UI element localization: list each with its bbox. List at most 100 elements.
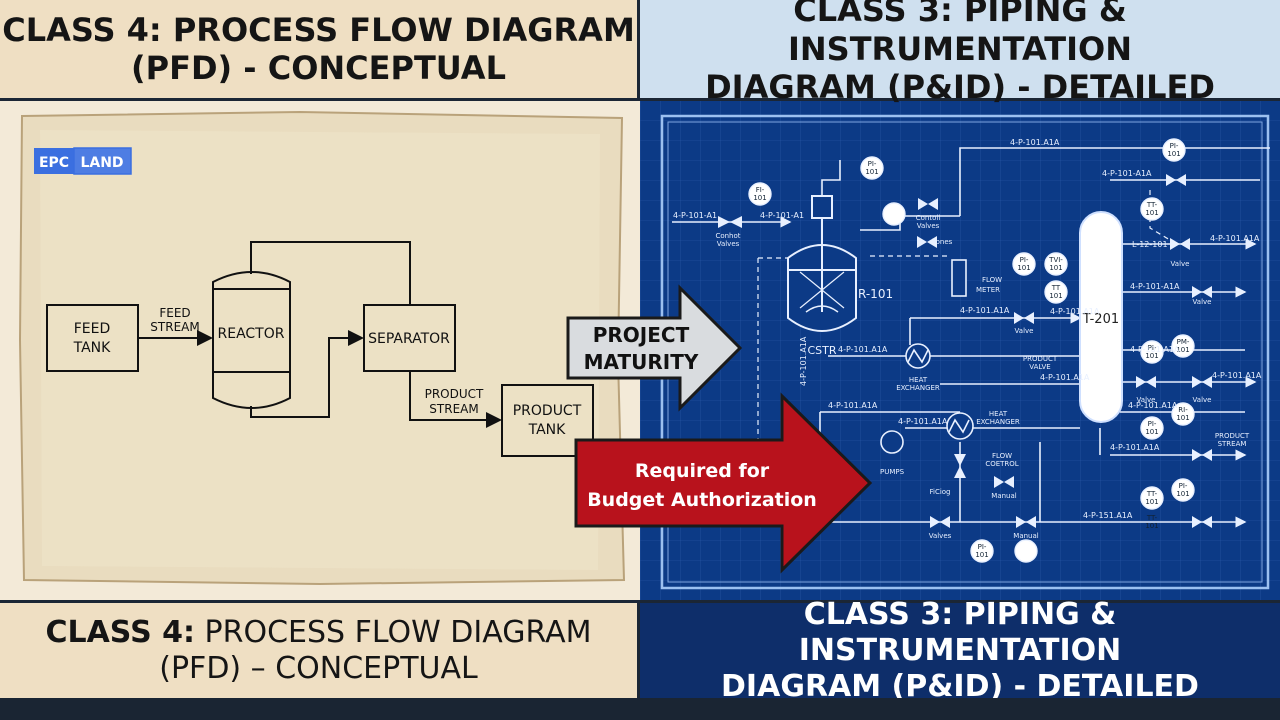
svg-text:TT-: TT- [1146,514,1158,522]
pid-footer-class: CLASS 3: [803,596,954,632]
svg-text:Manual: Manual [1013,532,1038,540]
feed-tank-label-1: FEED [74,321,111,337]
pfd-header-line2: (PFD) - CONCEPTUAL [131,49,506,87]
instrument-pi101-f [1171,478,1195,502]
feed-tank-label-2: TANK [73,340,112,356]
svg-text:4-P-101-A1A: 4-P-101-A1A [1130,282,1180,291]
svg-text:PI-: PI- [1148,420,1157,428]
instrument-tvi101 [1044,252,1068,276]
product-stream-label-1: PRODUCT [425,387,484,401]
svg-text:L-12-101: L-12-101 [1132,240,1168,249]
product-tank-label-1: PRODUCT [513,403,582,419]
product-tank-label-2: TANK [528,422,567,438]
svg-text:4-P-101.A1A: 4-P-101.A1A [1010,138,1060,147]
svg-text:101: 101 [1145,352,1158,360]
svg-text:FLOW: FLOW [982,276,1002,284]
budget-label-1: Required for [635,460,770,482]
instrument-gauge-b [1014,539,1038,563]
svg-text:TT-: TT- [1146,490,1158,498]
pid-header-line1: CLASS 3: PIPING & INSTRUMENTATION [787,0,1132,68]
svg-text:Valve: Valve [1193,298,1212,306]
instrument-pi101-d [1140,340,1164,364]
svg-text:VALVE: VALVE [1029,363,1050,371]
instrument-tt101-a [1140,197,1164,221]
svg-text:Valve: Valve [1171,260,1190,268]
svg-text:101: 101 [1017,264,1030,272]
reactor-tag: R-101 [858,287,893,301]
reactor-to-separator-line [250,330,364,418]
svg-text:4-P-101-A1: 4-P-101-A1 [760,211,804,220]
svg-text:TT: TT [1051,284,1061,292]
logo-text-land: LAND [80,155,123,171]
svg-text:4-P-101.A1A: 4-P-101.A1A [1110,443,1160,452]
svg-text:4-P-101.A1A: 4-P-101.A1A [828,401,878,410]
reactor-type-label: CSTR [807,344,836,357]
svg-text:EXCHANGER: EXCHANGER [976,418,1020,426]
svg-text:PI-: PI- [868,160,877,168]
column-t201-symbol [1079,211,1123,423]
svg-text:Valves: Valves [917,222,940,230]
separator-label: SEPARATOR [368,331,450,347]
svg-text:4-P-101-A1A: 4-P-101-A1A [1102,169,1152,178]
svg-text:101: 101 [1145,428,1158,436]
svg-text:PRODUCT: PRODUCT [1023,355,1058,363]
svg-text:Valve: Valve [1137,396,1156,404]
svg-text:101: 101 [1145,498,1158,506]
svg-text:PI-: PI- [1148,344,1157,352]
project-maturity-arrow: PROJECT MATURITY [566,284,743,412]
reactor-vessel [212,271,291,409]
svg-text:101: 101 [1145,522,1158,530]
svg-text:101: 101 [1049,292,1062,300]
svg-text:Valve: Valve [1015,327,1034,335]
svg-text:STREAM: STREAM [1218,440,1247,448]
line-tags: 4-P-101.A1A 4-P-101-A1A 4-P-101.A1A 4-P-… [673,138,1262,520]
svg-text:HEAT: HEAT [909,376,928,384]
svg-text:METER: METER [976,286,1000,294]
svg-text:Valve: Valve [1193,396,1212,404]
instrument-pm101 [1171,334,1195,358]
instrument-pi101-c [1012,252,1036,276]
product-stream-line [409,371,502,428]
svg-text:TVI-: TVI- [1048,256,1063,264]
svg-text:Conhot: Conhot [715,232,740,240]
svg-text:4-P-101.A1A: 4-P-101.A1A [1128,401,1178,410]
reactor-r101-symbol [787,195,857,332]
svg-text:4-P-101.A1A: 4-P-101.A1A [1210,234,1260,243]
logo-text-epc: EPC [39,155,69,171]
budget-label-2: Budget Authorization [587,489,817,511]
heat-exchanger-2-symbol [946,412,974,440]
svg-text:EXCHANGER: EXCHANGER [896,384,940,392]
svg-text:RI-: RI- [1178,406,1188,414]
svg-text:PUMPS: PUMPS [880,468,905,476]
svg-text:101: 101 [1176,414,1189,422]
svg-text:4-P-101.A1A: 4-P-101.A1A [898,417,948,426]
svg-text:101: 101 [1167,150,1180,158]
pump-symbol [880,430,904,454]
maturity-label-1: PROJECT [593,323,690,347]
instrument-pi101-b [1162,138,1186,162]
pfd-header-line1: CLASS 4: PROCESS FLOW DIAGRAM [2,10,635,49]
instrument-pi101-a [860,156,884,180]
svg-text:101: 101 [1176,490,1189,498]
svg-text:Manual: Manual [991,492,1016,500]
instrument-pi101-e [1140,416,1164,440]
svg-text:FI-: FI- [756,186,765,194]
svg-text:PI-: PI- [978,543,987,551]
reactor-label: REACTOR [218,326,285,342]
svg-text:Valves: Valves [717,240,740,248]
feed-stream-label-1: FEED [159,306,190,320]
svg-text:4-P-101.A1A: 4-P-101.A1A [799,336,808,386]
pfd-header: CLASS 4: PROCESS FLOW DIAGRAM (PFD) - CO… [0,0,640,101]
pfd-footer-class: CLASS 4: [45,614,195,650]
svg-text:4-P-101.A1A: 4-P-101.A1A [1130,345,1180,354]
svg-text:101: 101 [1049,264,1062,272]
svg-text:PM-: PM- [1177,338,1190,346]
svg-text:Valves: Valves [929,532,952,540]
svg-text:4-P-101-A1: 4-P-101-A1 [673,211,717,220]
pfd-footer: CLASS 4: PROCESS FLOW DIAGRAM (PFD) – CO… [0,600,640,698]
svg-text:HEAT: HEAT [989,410,1008,418]
svg-text:4-P-101.A1A: 4-P-101.A1A [960,306,1010,315]
recycle-line [250,241,411,305]
svg-text:4-P-101.A1A: 4-P-101.A1A [1040,373,1090,382]
